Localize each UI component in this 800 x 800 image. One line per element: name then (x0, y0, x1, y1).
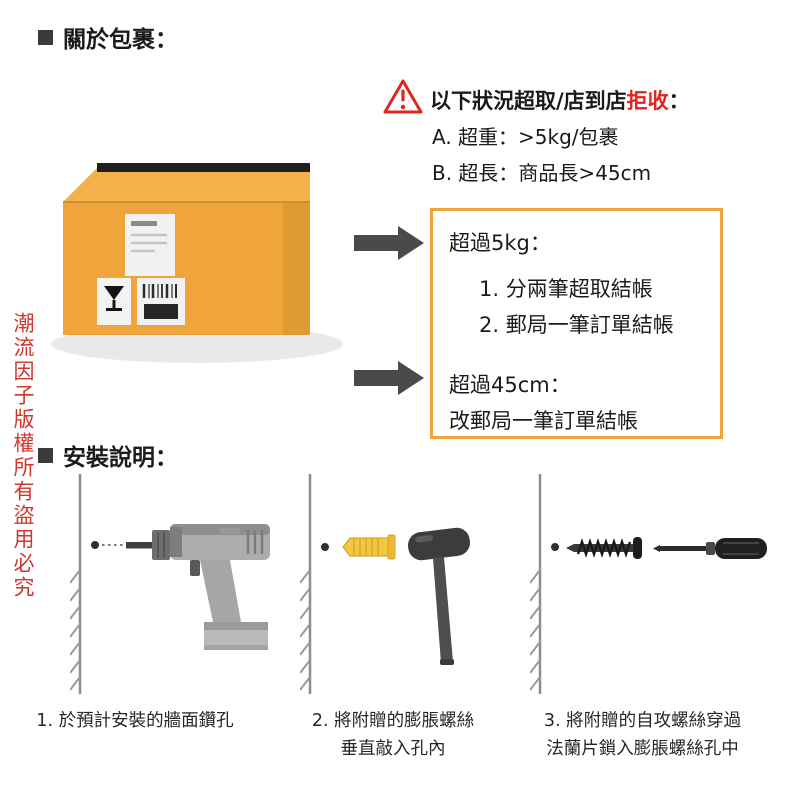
box-lid (63, 168, 310, 202)
package-box-illustration (51, 163, 343, 363)
rejection-notice-title: 以下狀況超取/店到店拒收： (430, 85, 690, 115)
section-heading-package: 關於包裹： (38, 20, 178, 54)
step1-caption-line1: 1. 於預計安裝的牆面鑽孔 (36, 711, 234, 731)
box-side (283, 202, 310, 335)
arrow-right-icon-2 (354, 361, 424, 395)
screw-illustration (566, 537, 642, 559)
fragile-label (97, 278, 131, 325)
rejection-notice-highlight: 拒收 (626, 89, 669, 113)
wall-diagram (300, 474, 329, 694)
step3-caption-line1: 3. 將附贈的自攻螺絲穿過 (543, 711, 742, 731)
arrow-right-icon-1 (354, 226, 424, 260)
rejection-notice-prefix: 以下狀況超取/店到店 (430, 89, 627, 113)
step1-caption: 1. 於預計安裝的牆面鑽孔 (15, 707, 255, 735)
step2-caption: 2. 將附贈的膨脹螺絲 垂直敲入孔內 (293, 707, 493, 763)
square-bullet-icon (38, 29, 53, 45)
step2-caption-line2: 垂直敲入孔內 (340, 739, 446, 759)
fragile-glass-icon (104, 286, 124, 300)
step2-caption-line1: 2. 將附贈的膨脹螺絲 (311, 711, 475, 731)
drill-illustration (126, 524, 270, 650)
step3-diagram (530, 474, 767, 694)
barcode-label (137, 278, 185, 325)
rule-over5kg-option2: 2. 郵局一筆訂單結帳 (479, 313, 674, 337)
condition-overlength: B. 超長：商品長>45cm (432, 161, 652, 185)
screwdriver-illustration (653, 538, 767, 559)
square-bullet-icon (38, 447, 53, 463)
box-tape (97, 163, 310, 172)
warning-triangle-icon (383, 79, 423, 114)
wall-diagram (70, 474, 99, 694)
rejection-notice-suffix: ： (668, 89, 690, 113)
rule-over45cm-note: 改郵局一筆訂單結帳 (449, 409, 638, 433)
section-heading-install-label: 安裝說明： (63, 445, 178, 471)
watermark-text: 潮流因子版權所有盜用必究 (11, 312, 35, 600)
step2-diagram (300, 474, 470, 694)
step3-caption-line2: 法蘭片鎖入膨脹螺絲孔中 (546, 739, 739, 759)
rule-over5kg-option1: 1. 分兩筆超取結帳 (479, 277, 653, 301)
drill-point-dot (321, 543, 329, 551)
rule-over45cm-title: 超過45cm： (449, 373, 571, 397)
rule-over5kg-title: 超過5kg： (449, 231, 551, 255)
step3-caption: 3. 將附贈的自攻螺絲穿過 法蘭片鎖入膨脹螺絲孔中 (515, 707, 770, 763)
drill-point-dot (551, 543, 559, 551)
mallet-illustration (408, 527, 470, 665)
section-heading-install: 安裝說明： (38, 438, 178, 472)
shipping-label (125, 214, 175, 276)
step1-diagram (70, 474, 270, 694)
section-heading-package-label: 關於包裹： (63, 27, 178, 53)
condition-overweight: A. 超重：>5kg/包裹 (432, 125, 619, 149)
wall-diagram (530, 474, 559, 694)
wall-anchor-illustration (342, 534, 396, 560)
rules-box: 超過5kg： 1. 分兩筆超取結帳 2. 郵局一筆訂單結帳 超過45cm： 改郵… (430, 208, 723, 439)
drill-point-dot (91, 541, 99, 549)
